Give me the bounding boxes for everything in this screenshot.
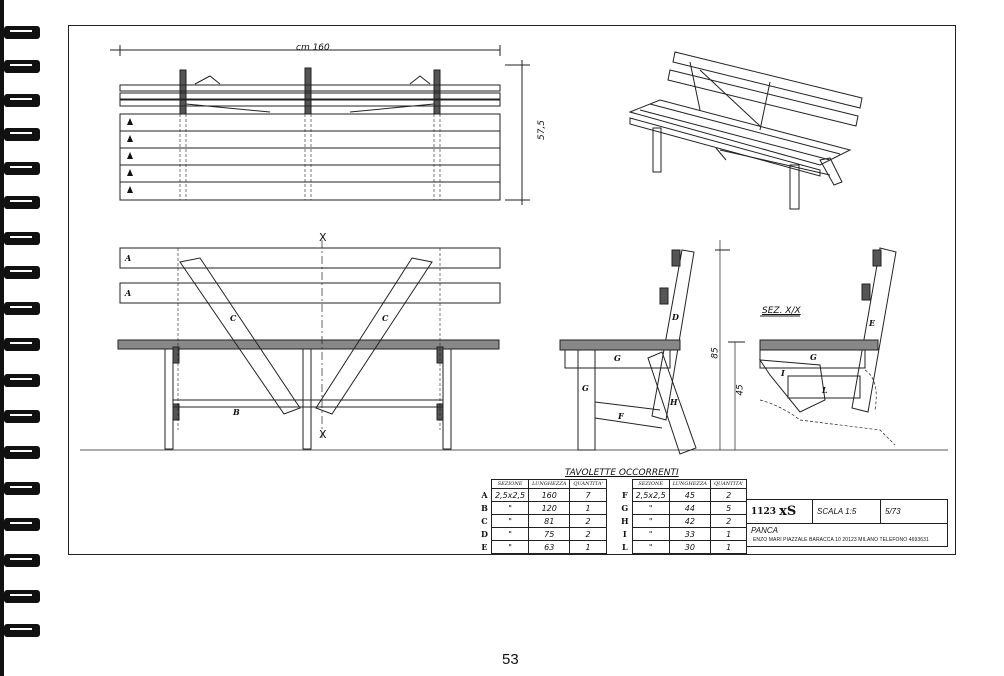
table-row: I " 33 1 bbox=[618, 527, 748, 541]
parts-table-left: SEZIONE LUNGHEZZA QUANTITA' A 2,5x2,5 16… bbox=[478, 479, 607, 554]
table-row: E " 63 1 bbox=[478, 540, 607, 554]
table-row: H " 42 2 bbox=[618, 514, 748, 528]
parts-table-title: TAVOLETTE OCCORRENTI bbox=[565, 468, 679, 478]
top-view bbox=[110, 45, 530, 205]
spiral-binding bbox=[0, 0, 40, 676]
seat-height-dimension: 45 bbox=[735, 384, 746, 396]
part-label-g: G bbox=[614, 353, 621, 363]
part-label-b: B bbox=[233, 407, 240, 417]
depth-dimension: 57,5 bbox=[537, 119, 548, 141]
section-marker-bottom: X bbox=[319, 428, 327, 441]
column-header-quantity: QUANTITA' bbox=[569, 479, 607, 489]
column-header-section: SEZIONE bbox=[490, 479, 530, 489]
column-header-length: LUNGHEZZA bbox=[668, 479, 711, 489]
column-header-length: LUNGHEZZA bbox=[528, 479, 571, 489]
section-view bbox=[759, 247, 897, 446]
part-label-g: G bbox=[582, 383, 589, 393]
drawing-name: PANCA bbox=[751, 525, 778, 535]
drawing-suffix: xS bbox=[779, 504, 797, 519]
front-view bbox=[117, 240, 501, 450]
table-row: C " 81 2 bbox=[478, 514, 607, 528]
height-dimension: 85 bbox=[710, 347, 721, 359]
table-row: L " 30 1 bbox=[618, 540, 748, 554]
table-row: F 2,5x2,5 45 2 bbox=[618, 488, 748, 502]
part-label-a: A bbox=[125, 288, 132, 298]
drawing-sheet-border bbox=[68, 25, 956, 555]
parts-table-right: SEZIONE LUNGHEZZA QUANTITA' F 2,5x2,5 45… bbox=[618, 479, 748, 554]
length-dimension: cm 160 bbox=[296, 43, 330, 53]
part-label-a: A bbox=[125, 253, 132, 263]
part-label-h: H bbox=[670, 397, 678, 407]
table-row: D " 75 2 bbox=[478, 527, 607, 541]
drawing-scale: SCALA 1:5 bbox=[813, 500, 881, 523]
part-label-l: L bbox=[822, 385, 828, 395]
section-label: SEZ. X/X bbox=[762, 306, 801, 316]
table-row: G " 44 5 bbox=[618, 501, 748, 515]
part-label-c: C bbox=[230, 313, 237, 323]
part-label-g: G bbox=[810, 352, 817, 362]
column-header-section: SEZIONE bbox=[631, 479, 670, 489]
isometric-view bbox=[628, 51, 863, 210]
part-label-i: I bbox=[781, 368, 785, 378]
page-number: 53 bbox=[502, 651, 519, 668]
drawing-number: 1123 bbox=[751, 506, 777, 517]
drawing-date: 5/73 bbox=[885, 507, 901, 516]
author-address: ENZO MARI PIAZZALE BARACCA 10 20123 MILA… bbox=[753, 537, 929, 543]
part-label-c: C bbox=[382, 313, 389, 323]
part-label-f: F bbox=[618, 411, 624, 421]
section-marker-top: X bbox=[319, 231, 327, 244]
table-row: B " 120 1 bbox=[478, 501, 607, 515]
table-row: A 2,5x2,5 160 7 bbox=[478, 488, 607, 502]
part-label-d: D bbox=[672, 312, 679, 322]
side-view bbox=[559, 240, 745, 455]
part-label-e: E bbox=[869, 318, 876, 328]
table-header-row: SEZIONE LUNGHEZZA QUANTITA' bbox=[478, 479, 607, 489]
column-header-quantity: QUANTITA' bbox=[709, 479, 748, 489]
title-block: 1123 xS SCALA 1:5 5/73 PANCA ENZO MARI P… bbox=[746, 499, 948, 547]
table-header-row: SEZIONE LUNGHEZZA QUANTITA' bbox=[618, 479, 748, 489]
